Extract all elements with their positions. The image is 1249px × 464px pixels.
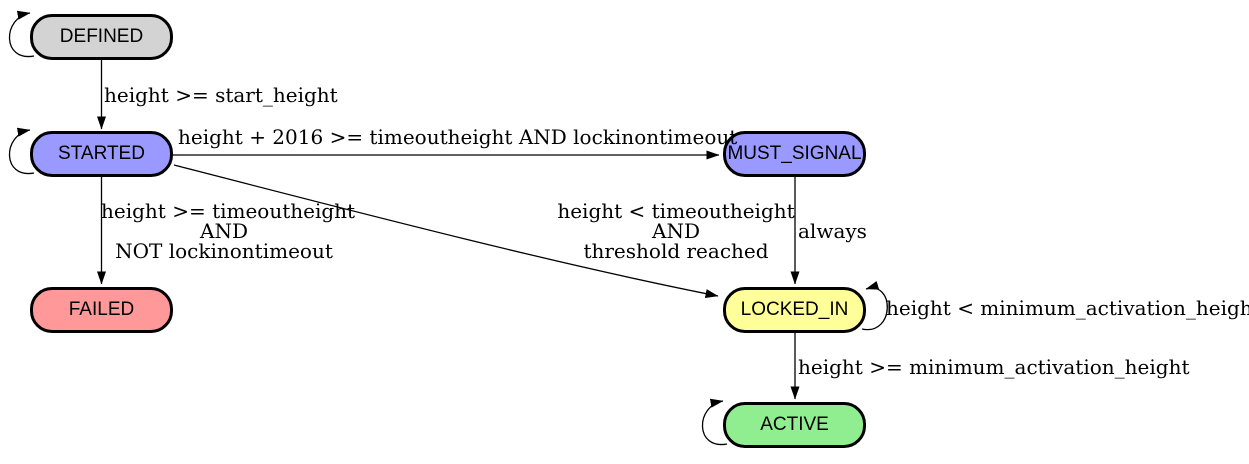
- edge-active-self-loop: [701, 398, 728, 446]
- edge-label-must-signal-to-locked-in: always: [798, 219, 867, 243]
- edge-label-line: threshold reached: [583, 239, 769, 263]
- edge-label-line: AND: [200, 219, 248, 243]
- state-node-must-signal: MUST_SIGNAL: [723, 131, 866, 177]
- state-node-failed: FAILED: [30, 287, 173, 333]
- state-label-must-signal: MUST_SIGNAL: [727, 143, 862, 164]
- edge-label-locked-in-to-active: height >= minimum_activation_height: [798, 355, 1190, 379]
- edge-label-started-to-must-signal: height + 2016 >= timeoutheight AND locki…: [178, 125, 738, 149]
- state-node-locked-in: LOCKED_IN: [723, 287, 866, 333]
- edge-label-defined-to-started: height >= start_height: [104, 83, 338, 107]
- edge-label-line: height >= timeoutheight: [101, 199, 356, 223]
- edge-started-self-loop: [8, 127, 35, 175]
- edge-label-line: AND: [652, 219, 700, 243]
- state-node-active: ACTIVE: [723, 402, 866, 448]
- edge-label-started-to-locked-in: height < timeoutheight AND threshold rea…: [556, 201, 796, 261]
- state-label-started: STARTED: [58, 143, 145, 164]
- state-label-active: ACTIVE: [760, 414, 829, 435]
- edge-label-started-to-failed: height >= timeoutheight AND NOT lockinon…: [101, 199, 356, 263]
- edge-label-line: NOT lockinontimeout: [115, 239, 333, 263]
- state-label-locked-in: LOCKED_IN: [740, 299, 849, 320]
- edge-started-to-locked-in: [173, 164, 719, 299]
- state-node-started: STARTED: [30, 131, 173, 177]
- state-node-defined: DEFINED: [30, 14, 173, 60]
- edge-locked-in-self-loop: [861, 281, 888, 331]
- state-label-failed: FAILED: [68, 299, 135, 320]
- edge-defined-self-loop: [8, 10, 35, 58]
- edge-label-locked-in-self: height < minimum_activation_height: [886, 296, 1249, 320]
- edge-label-line: height < timeoutheight: [557, 199, 795, 223]
- state-label-defined: DEFINED: [59, 26, 144, 47]
